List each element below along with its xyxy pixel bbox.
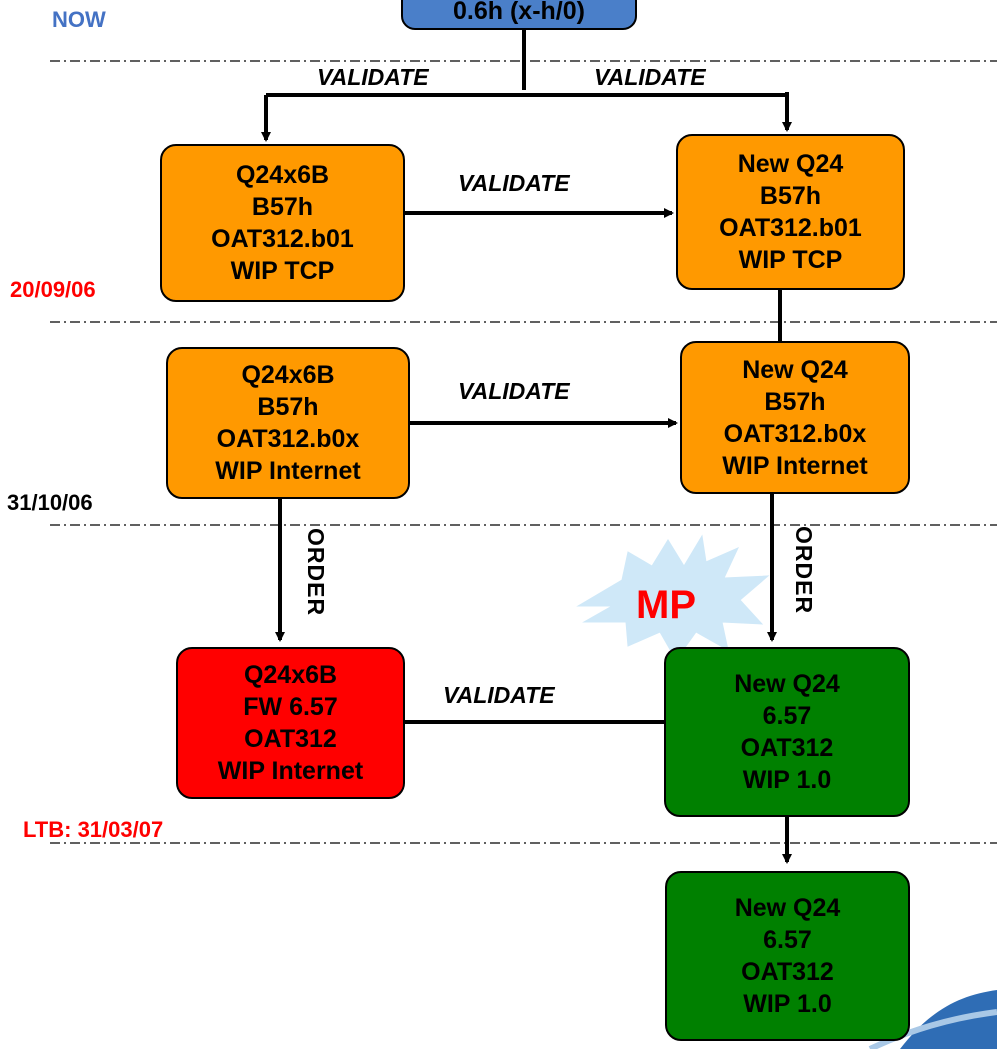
order-label-right: ORDER <box>791 526 817 615</box>
mp-label: MP <box>636 583 696 627</box>
validate-label-row2: VALIDATE <box>458 378 570 404</box>
box-line: B57h <box>251 193 314 221</box>
box-line: B57h <box>257 393 319 421</box>
box-line: B57h <box>759 182 822 210</box>
box-line: WIP Internet <box>215 457 361 485</box>
date-now: NOW <box>52 7 106 32</box>
box-line: WIP TCP <box>738 246 843 274</box>
validate-label-top-right: VALIDATE <box>594 64 706 90</box>
box-line: OAT312.b0x <box>723 419 867 448</box>
box-line: New Q24 <box>737 150 844 178</box>
box-line: OAT312.b0x <box>216 425 360 453</box>
box-line: OAT312.b01 <box>211 225 354 253</box>
box-line: Q24x6B <box>243 661 338 689</box>
current-product-box: 0.6h (x-h/0) <box>401 0 637 30</box>
date-ltb: LTB: 31/03/07 <box>23 817 164 842</box>
box-row1-left: Q24x6B B57h OAT312.b01 WIP TCP <box>160 144 405 302</box>
dashed-separators <box>50 60 997 844</box>
box-line: 6.57 <box>762 702 812 730</box>
box-line: OAT312 <box>741 958 834 986</box>
validate-label-row1: VALIDATE <box>458 170 570 196</box>
validate-label-top-left: VALIDATE <box>317 64 429 90</box>
box-row2-right: New Q24 B57h OAT312.b0x WIP Internet <box>680 341 910 494</box>
box-line: WIP TCP <box>230 257 335 285</box>
mp-starburst <box>576 534 770 661</box>
box-line: 6.57 <box>763 926 812 954</box>
box-row3-right: New Q24 6.57 OAT312 WIP 1.0 <box>664 647 910 817</box>
box-line: WIP Internet <box>217 757 364 785</box>
box-line: WIP 1.0 <box>742 766 832 794</box>
box-line: OAT312.b01 <box>719 214 862 242</box>
box-line: B57h <box>764 387 826 416</box>
date-31-10-06: 31/10/06 <box>7 490 93 515</box>
box-row3-left: Q24x6B FW 6.57 OAT312 WIP Internet <box>176 647 405 799</box>
box-line: Q24x6B <box>241 361 335 389</box>
order-label-left: ORDER <box>303 528 329 617</box>
box-line: OAT312 <box>740 734 834 762</box>
box-row2-left: Q24x6B B57h OAT312.b0x WIP Internet <box>166 347 410 499</box>
validate-label-row3: VALIDATE <box>443 682 555 708</box>
box-line: OAT312 <box>244 725 337 753</box>
box-line: New Q24 <box>742 355 848 384</box>
box-line: WIP Internet <box>722 451 868 480</box>
box-row4-right: New Q24 6.57 OAT312 WIP 1.0 <box>665 871 910 1041</box>
box-line: New Q24 <box>734 894 841 922</box>
box-line: FW 6.57 <box>243 693 338 721</box>
box-line: Q24x6B <box>235 161 330 189</box>
box-line: New Q24 <box>734 670 840 698</box>
date-20-09-06: 20/09/06 <box>10 277 96 302</box>
box-row1-right: New Q24 B57h OAT312.b01 WIP TCP <box>676 134 905 290</box>
box-line: WIP 1.0 <box>743 990 832 1018</box>
current-product-label: 0.6h (x-h/0) <box>453 0 585 25</box>
